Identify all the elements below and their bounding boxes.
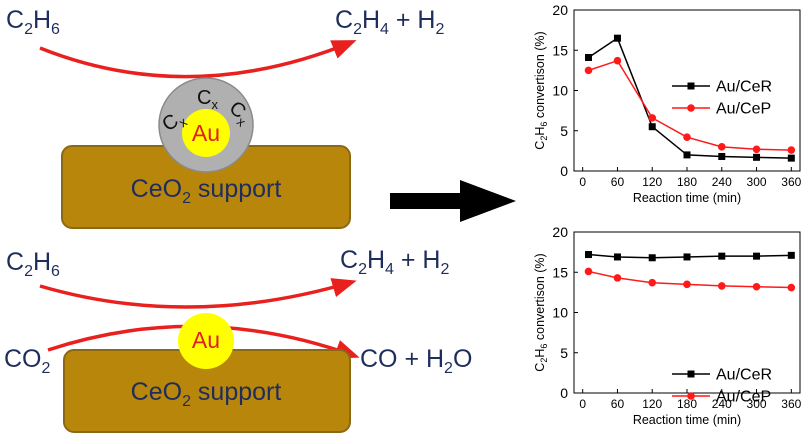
- x-tick-label: 120: [642, 397, 662, 411]
- x-tick-label: 240: [712, 397, 732, 411]
- y-tick-label: 0: [560, 385, 568, 401]
- y-tick-label: 15: [552, 42, 568, 58]
- right-arrow-icon: [390, 180, 516, 222]
- x-tick-label: 360: [781, 397, 801, 411]
- data-point-square: [753, 153, 761, 161]
- bottom-dehydrogenation-arrow: [39, 278, 357, 309]
- y-axis-label-sub: 6: [539, 344, 549, 349]
- data-point-square: [787, 154, 795, 162]
- data-point-square: [683, 151, 691, 159]
- data-point-square: [718, 252, 726, 260]
- data-point-square: [584, 251, 592, 259]
- x-tick-label: 60: [611, 175, 625, 189]
- y-axis-label-part: H: [533, 349, 547, 358]
- y-tick-label: 0: [560, 163, 568, 179]
- legend-label: Au/CeP: [716, 101, 771, 118]
- bottom-reactant-ethane: C2H6: [6, 248, 60, 280]
- y-tick-label: 20: [552, 224, 568, 240]
- reaction-scheme: C2H6 C2H4 + H2 CeO2 support Au Cx Cx Cx …: [4, 6, 516, 433]
- bottom-product-co-water: CO + H2O: [360, 345, 472, 377]
- top-reaction-arrow: [39, 40, 357, 79]
- x-axis-label: Reaction time (min): [633, 413, 741, 427]
- data-point-circle: [683, 280, 691, 289]
- data-point-circle: [613, 56, 622, 65]
- data-point-square: [718, 153, 726, 161]
- x-tick-label: 0: [579, 397, 586, 411]
- bottom-au-particle: [178, 313, 234, 369]
- y-axis-label-part: convertison (%): [533, 31, 547, 121]
- y-axis-label-sub: 2: [539, 136, 549, 141]
- bottom-au-label: Au: [192, 327, 220, 353]
- x-axis-label: Reaction time (min): [633, 191, 741, 205]
- bottom-support-label: CeO2 support: [131, 378, 282, 410]
- y-axis-label-part: H: [533, 127, 547, 136]
- data-point-circle: [717, 143, 726, 151]
- y-tick-label: 15: [552, 264, 568, 280]
- data-point-square: [613, 34, 621, 42]
- x-tick-label: 60: [611, 397, 625, 411]
- x-tick-label: 360: [781, 175, 801, 189]
- data-point-circle: [648, 114, 657, 122]
- legend-marker-square: [687, 370, 695, 378]
- data-point-circle: [584, 267, 593, 276]
- x-tick-label: 240: [712, 175, 732, 189]
- legend-marker-square: [687, 82, 695, 90]
- x-tick-label: 180: [677, 397, 697, 411]
- data-point-circle: [717, 282, 726, 290]
- bottom-reactant-co2: CO2: [4, 345, 51, 377]
- data-point-square: [613, 253, 621, 261]
- y-axis-label: C2H6 convertison (%): [533, 31, 549, 149]
- top-reactant-ethane: C2H6: [6, 6, 60, 38]
- y-tick-label: 5: [560, 345, 568, 361]
- x-tick-label: 300: [747, 175, 767, 189]
- y-tick-label: 10: [552, 83, 568, 99]
- data-point-circle: [613, 274, 622, 282]
- legend-label: Au/CeR: [716, 367, 772, 384]
- data-point-circle: [787, 146, 796, 154]
- y-axis-label-part: convertison (%): [533, 253, 547, 343]
- bottom-product-ethylene-hydrogen: C2H4 + H2: [340, 246, 449, 278]
- y-tick-label: 5: [560, 123, 568, 139]
- y-axis-label: C2H6 convertison (%): [533, 253, 549, 371]
- legend-label: Au/CeR: [716, 79, 772, 96]
- top-au-label: Au: [192, 120, 220, 146]
- legend-marker-circle: [687, 392, 695, 400]
- data-point-square: [753, 252, 761, 260]
- data-point-circle: [683, 133, 691, 141]
- top-au-particle: [182, 109, 230, 157]
- series-line-au-cer: [588, 37, 792, 159]
- y-axis-label-sub: 6: [539, 122, 549, 127]
- y-tick-label: 10: [552, 305, 568, 321]
- x-tick-label: 120: [642, 175, 662, 189]
- y-axis-label-sub: 2: [539, 358, 549, 363]
- coke-label-center: Cx: [197, 87, 218, 112]
- data-point-circle: [584, 66, 593, 75]
- x-tick-label: 180: [677, 175, 697, 189]
- y-axis-label-part: C: [533, 141, 547, 150]
- data-point-square: [683, 253, 691, 261]
- data-point-square: [787, 251, 795, 259]
- data-point-square: [584, 53, 592, 61]
- y-tick-label: 20: [552, 2, 568, 18]
- top-product-ethylene-hydrogen: C2H4 + H2: [335, 6, 444, 38]
- data-point-circle: [752, 145, 761, 154]
- x-tick-label: 300: [747, 397, 767, 411]
- legend-label: Au/CeP: [716, 389, 771, 406]
- legend-marker-circle: [687, 104, 695, 112]
- y-axis-label-part: C: [533, 363, 547, 372]
- data-point-circle: [752, 282, 761, 291]
- data-point-square: [648, 254, 656, 262]
- data-point-square: [648, 123, 656, 131]
- x-tick-label: 0: [579, 175, 586, 189]
- data-point-circle: [648, 278, 657, 287]
- top-support-label: CeO2 support: [131, 175, 282, 207]
- data-point-circle: [787, 283, 796, 292]
